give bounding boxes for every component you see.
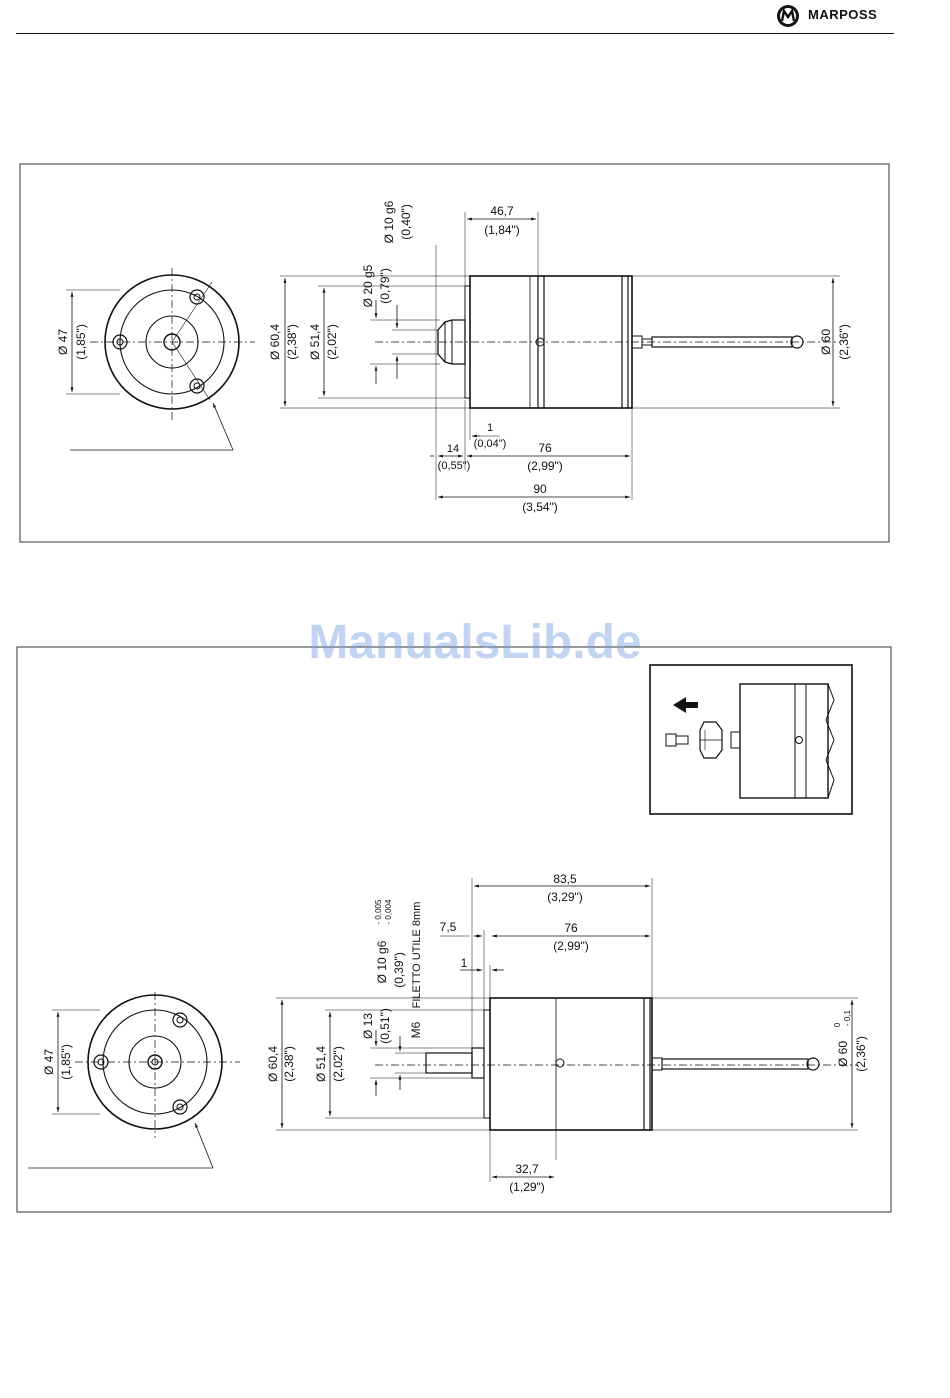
d1-l76-label: 76 xyxy=(538,441,552,455)
d2-d13-inch-label: (0,51") xyxy=(378,1008,392,1044)
d1-d604-label: Ø 60,4 xyxy=(268,324,282,360)
d2-l327-inch-label: (1,29") xyxy=(509,1180,545,1194)
page-header: MARPOSS xyxy=(0,0,950,40)
d1-l467-label: 46,7 xyxy=(490,204,514,218)
d2-d47-inch-label: (1,85") xyxy=(59,1044,73,1080)
d1-l1-inch-label: (0,04") xyxy=(474,438,507,450)
d2-d10-tol-lower: - 0,004 xyxy=(384,899,393,924)
d2-d60-inch-label: (2,36") xyxy=(854,1036,868,1072)
drawing-1-frame xyxy=(19,163,890,543)
arrow-left-icon xyxy=(673,697,698,713)
d2-d47-label: Ø 47 xyxy=(42,1049,56,1075)
side-view-2 xyxy=(276,878,858,1182)
d1-d60-inch-label: (2,36") xyxy=(837,324,851,360)
d1-l1-label: 1 xyxy=(487,422,493,434)
d2-d604-inch-label: (2,38") xyxy=(282,1046,296,1082)
header-rule xyxy=(16,33,894,34)
d2-d60-tol-lower: - 0,1 xyxy=(843,1009,852,1026)
d1-d60-label: Ø 60 xyxy=(819,329,833,355)
d2-d10-inch-label: (0,39") xyxy=(392,952,406,988)
d2-d60-label: Ø 60 xyxy=(836,1041,850,1067)
d2-d514-inch-label: (2,02") xyxy=(331,1046,345,1082)
d1-d47-label: Ø 47 xyxy=(56,329,70,355)
d1-d10-inch-label: (0,40") xyxy=(399,204,413,240)
d1-l90-inch-label: (3,54") xyxy=(522,500,558,514)
d2-m6-label: M6 xyxy=(409,1021,423,1038)
end-view-1 xyxy=(66,268,255,451)
end-view-2 xyxy=(28,992,240,1169)
d2-d60-tol-upper: 0 xyxy=(833,1022,842,1027)
d2-l835-label: 83,5 xyxy=(553,872,577,886)
d2-thread-note: FILETTO UTILE 8mm xyxy=(411,902,423,1009)
d1-l14-inch-label: (0,55") xyxy=(438,460,471,472)
side-view-1 xyxy=(280,212,840,500)
d2-l76-label: 76 xyxy=(564,921,578,935)
d2-l1-label: 1 xyxy=(461,956,468,970)
d1-d514-inch-label: (2,02") xyxy=(325,324,339,360)
d1-l76-inch-label: (2,99") xyxy=(527,459,563,473)
d2-d10-tol-upper: - 0,005 xyxy=(374,899,383,924)
d1-d20-label: Ø 20 g5 xyxy=(361,264,375,307)
marposs-logo-icon xyxy=(777,5,799,27)
d2-l76-inch-label: (2,99") xyxy=(553,939,589,953)
d2-d604-label: Ø 60,4 xyxy=(266,1046,280,1082)
assembly-inset xyxy=(649,664,853,815)
brand-name: MARPOSS xyxy=(808,7,878,22)
d2-l835-inch-label: (3,29") xyxy=(547,890,583,904)
d2-l327-label: 32,7 xyxy=(515,1162,539,1176)
d1-l467-inch-label: (1,84") xyxy=(484,223,520,237)
d1-d604-inch-label: (2,38") xyxy=(285,324,299,360)
d2-d514-label: Ø 51,4 xyxy=(314,1046,328,1082)
d1-d47-inch-label: (1,85") xyxy=(74,324,88,360)
d1-l14-label: 14 xyxy=(447,443,459,455)
d2-l75-label: 7,5 xyxy=(440,920,457,934)
d1-d10-label: Ø 10 g6 xyxy=(382,200,396,243)
drawing-2-frame xyxy=(16,646,892,1213)
d1-d514-label: Ø 51,4 xyxy=(308,324,322,360)
d1-l90-label: 90 xyxy=(533,482,547,496)
d2-d10-label: Ø 10 g6 xyxy=(375,940,389,983)
d2-d13-label: Ø 13 xyxy=(361,1013,375,1039)
d1-d20-inch-label: (0,79") xyxy=(378,268,392,304)
